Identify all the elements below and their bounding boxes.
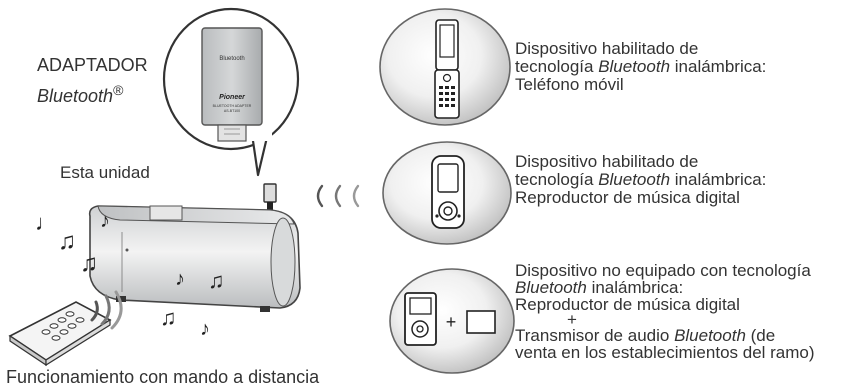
adapter-label-bluetooth: Bluetooth® [37,82,123,107]
device-line4: Transmisor de audio Bluetooth (de [515,326,776,345]
device-line5: venta en los establecimientos del ramo) [515,343,815,362]
music-player-icon [431,155,465,229]
adapter-brand-text: Bluetooth [219,56,244,62]
device-line1: Dispositivo no equipado con tecnología [515,261,811,280]
adapter-model-line1: BLUETOOTH ADAPTER [213,104,252,108]
device-description-phone: Dispositivo habilitado de tecnología Blu… [515,40,766,94]
music-note-icon: ♫ [58,228,76,255]
device-line3: Reproductor de música digital [515,188,740,207]
remote-control-icon [8,301,112,367]
mobile-phone-icon [434,19,460,119]
device-line3: Reproductor de música digital [515,295,740,314]
music-note-icon: ♪ [100,210,110,232]
device-line2: Bluetooth inalámbrica: [515,278,684,297]
music-player-with-transmitter-icon [404,292,496,346]
adapter-maker-text: Pioneer [219,94,246,101]
bluetooth-adapter-icon: Bluetooth Pioneer BLUETOOTH ADAPTER AS-B… [201,27,263,142]
device-line2: tecnología Bluetooth inalámbrica: [515,170,767,189]
infrared-signal-icon [90,290,123,330]
adapter-model-line2: AS-BT100 [224,109,240,113]
device-line1: Dispositivo habilitado de [515,39,699,58]
music-note-icon: ♩ [35,210,57,235]
adapter-label-line2: Bluetooth [37,86,114,106]
remote-label: Funcionamiento con mando a distancia [6,367,320,387]
adapter-label-line1: ADAPTADOR [37,55,148,75]
music-note-icon: ♪ [175,268,185,290]
device-description-player: Dispositivo habilitado de tecnología Blu… [515,153,766,207]
music-note-icon: ♫ [160,305,177,330]
music-note-icon: ♫ [208,268,225,293]
unit-label: Esta unidad [60,163,150,182]
plus-sign: + [446,312,457,332]
device-line1: Dispositivo habilitado de [515,152,699,171]
device-line3: Teléfono móvil [515,75,624,94]
adapter-label: ADAPTADOR [37,55,148,76]
adapter-plugged-icon [263,183,277,210]
wireless-signal-icon [316,184,360,208]
registered-mark: ® [113,82,124,98]
music-note-icon: ♫ [80,250,98,277]
device-line2: tecnología Bluetooth inalámbrica: [515,57,767,76]
device-description-transmitter: Dispositivo no equipado con tecnología B… [515,262,815,361]
music-note-icon: ♪ [200,318,210,340]
device-plus-line: + [567,310,577,329]
